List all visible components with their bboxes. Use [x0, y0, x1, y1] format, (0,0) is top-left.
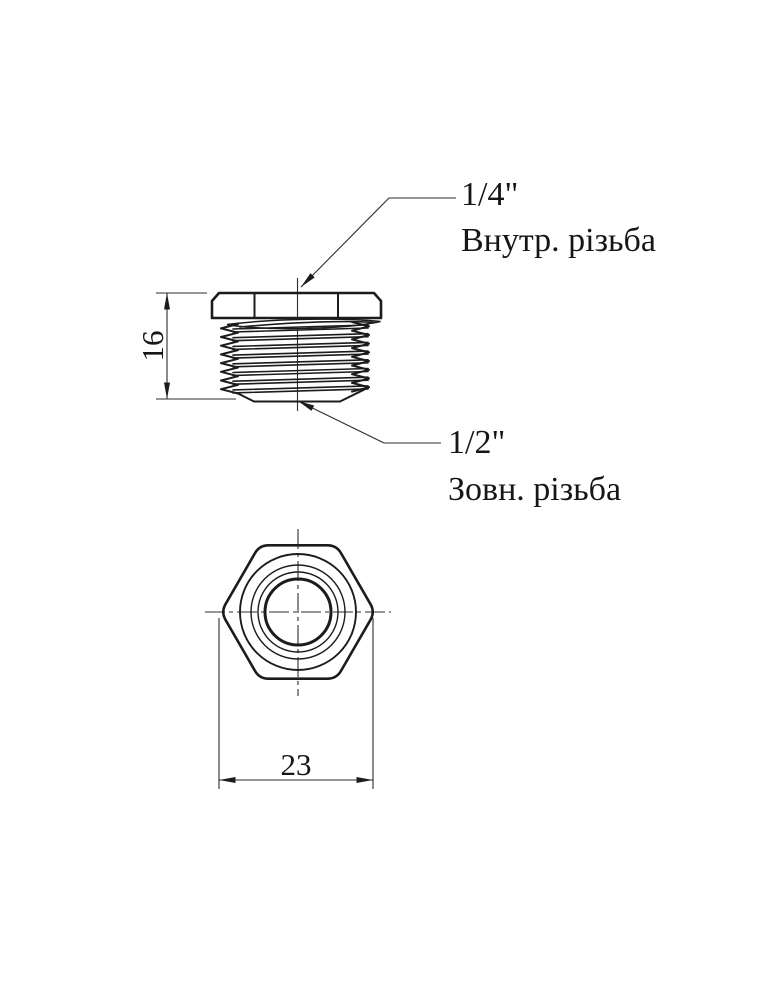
- hex-head-outline: [210, 291, 383, 320]
- width-dimension: 23: [218, 618, 374, 789]
- thread-bottom-edge: [237, 386, 370, 403]
- thread-left-edge: [220, 323, 239, 395]
- height-dimension-text: 16: [135, 331, 170, 362]
- external-thread-label: Зовн. різьба: [448, 471, 621, 508]
- thread-minor-circle: [257, 571, 339, 653]
- bore-circle: [263, 577, 333, 647]
- side-view: [210, 278, 383, 411]
- width-dimension-text: 23: [281, 747, 312, 782]
- bottom-view: [205, 529, 391, 696]
- thread-crest-lines: [232, 324, 369, 394]
- height-dimension: 16: [135, 292, 236, 400]
- hexagon-outline: [221, 544, 375, 680]
- external-thread-callout: 1/2" Зовн. різьба: [297, 400, 621, 508]
- internal-thread-callout: 1/4" Внутр. різьба: [300, 176, 656, 288]
- internal-thread-label: Внутр. різьба: [461, 222, 656, 259]
- external-thread-leader: [297, 400, 441, 444]
- thread-major-circle: [250, 564, 346, 660]
- chamfer-circle: [239, 553, 357, 671]
- internal-thread-size: 1/4": [461, 176, 518, 213]
- under-head-chamfer-inner-line: [239, 320, 375, 328]
- internal-thread-leader: [300, 197, 456, 288]
- thread-right-edge: [351, 321, 370, 393]
- external-thread-size: 1/2": [448, 424, 505, 461]
